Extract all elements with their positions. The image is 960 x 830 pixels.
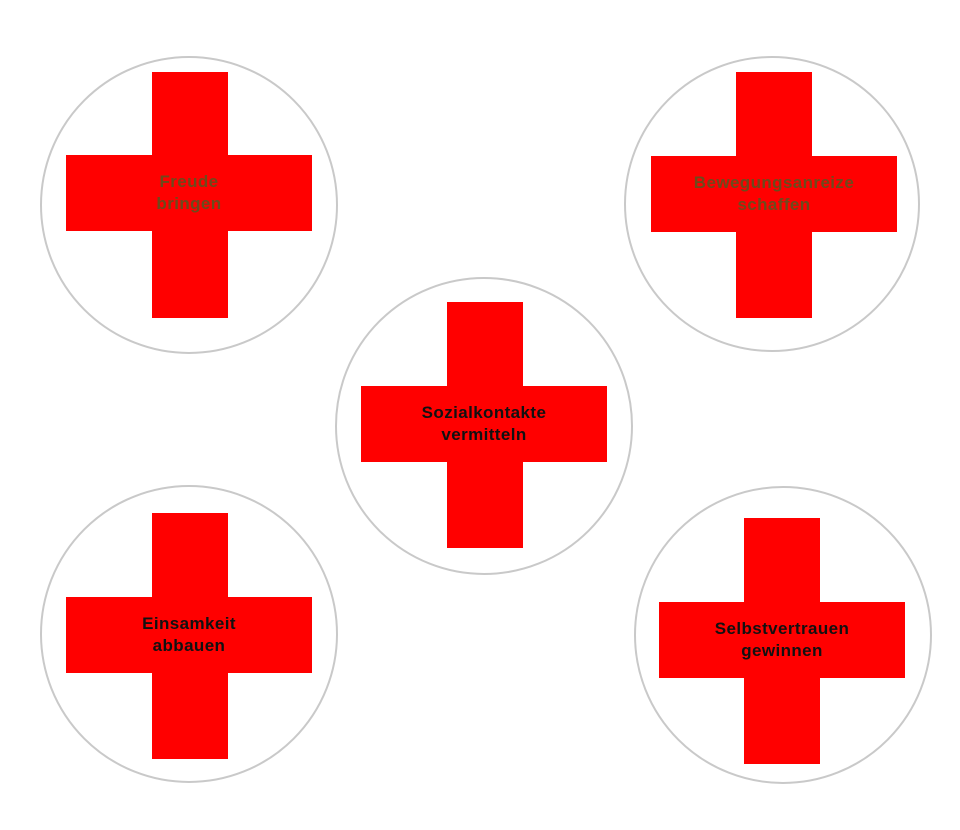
badge-label: Selbstvertrauen gewinnen xyxy=(715,618,850,662)
cross-horizontal-bar: Selbstvertrauen gewinnen xyxy=(659,602,905,678)
badge-freude-bringen: Freude bringen xyxy=(40,56,338,354)
badge-label-line2: gewinnen xyxy=(741,641,823,660)
badge-label: Sozialkontakte vermitteln xyxy=(422,402,547,446)
cross-horizontal-bar: Einsamkeit abbauen xyxy=(66,597,312,673)
badge-bewegungsanreize-schaffen: Bewegungsanreize schaffen xyxy=(624,56,920,352)
badge-label-line1: Selbstvertrauen xyxy=(714,619,850,638)
badge-label-line1: Einsamkeit xyxy=(142,614,236,633)
badge-label-line2: bringen xyxy=(156,194,222,213)
badge-label-line1: Bewegungsanreize xyxy=(693,173,855,192)
badge-label: Bewegungsanreize schaffen xyxy=(694,172,854,216)
cross-horizontal-bar: Freude bringen xyxy=(66,155,312,231)
badge-label-line1: Sozialkontakte xyxy=(421,403,547,422)
badge-label-line2: vermitteln xyxy=(441,425,527,444)
badge-sozialkontakte-vermitteln: Sozialkontakte vermitteln xyxy=(335,277,633,575)
badge-label-line2: schaffen xyxy=(737,195,811,214)
badge-einsamkeit-abbauen: Einsamkeit abbauen xyxy=(40,485,338,783)
badge-label: Freude bringen xyxy=(156,171,221,215)
badge-label-line1: Freude xyxy=(159,172,219,191)
cross-horizontal-bar: Bewegungsanreize schaffen xyxy=(651,156,897,232)
cross-horizontal-bar: Sozialkontakte vermitteln xyxy=(361,386,607,462)
badge-label-line2: abbauen xyxy=(152,636,226,655)
badge-selbstvertrauen-gewinnen: Selbstvertrauen gewinnen xyxy=(634,486,932,784)
badge-label: Einsamkeit abbauen xyxy=(142,613,236,657)
